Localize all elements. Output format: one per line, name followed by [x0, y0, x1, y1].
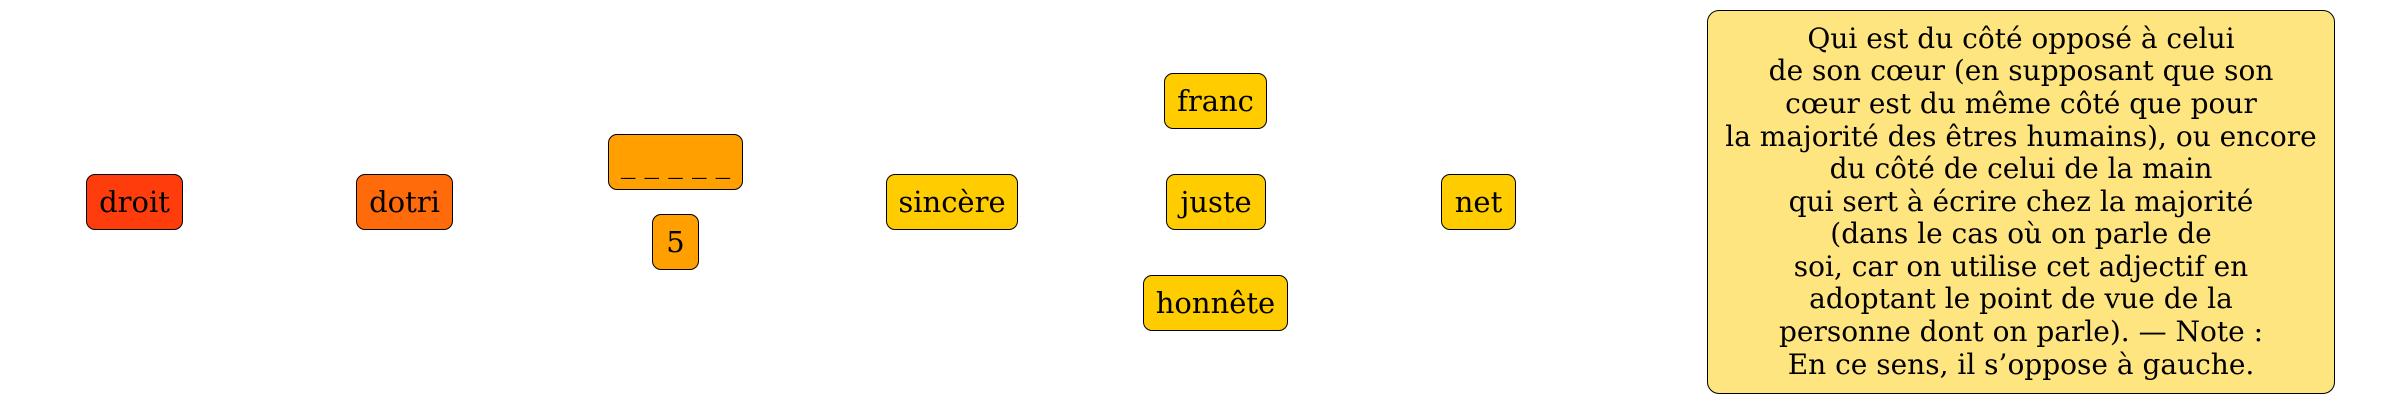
definition-line: la majorité des êtres humains), ou encor… [1725, 119, 2317, 153]
definition-line: qui sert à écrire chez la majorité [1788, 184, 2254, 218]
definition-line: du côté de celui de la main [1829, 152, 2213, 186]
definition-line: cœur est du même côté que pour [1785, 86, 2257, 120]
definition-line: En ce sens, il s’oppose à gauche. [1787, 347, 2255, 381]
definition-line: adoptant le point de vue de la [1809, 282, 2233, 316]
definition-line: Qui est du côté opposé à celui [1807, 21, 2235, 55]
node-droit: droit [86, 174, 183, 230]
definition-line: (dans le cas où on parle de [1830, 217, 2212, 251]
node-sincere: sincère [886, 174, 1018, 230]
node-honnete: honnête [1143, 275, 1288, 331]
definition-line: soi, car on utilise cet adjectif en [1793, 249, 2249, 283]
node-blanks: _ _ _ _ _ [608, 134, 743, 190]
node-juste: juste [1166, 174, 1266, 230]
definition-line: de son cœur (en supposant que son [1768, 54, 2274, 88]
node-dotri: dotri [356, 174, 453, 230]
node-net: net [1441, 174, 1516, 230]
definition-line: personne dont on parle). — Note : [1778, 315, 2264, 349]
node-letter-count: 5 [652, 214, 699, 270]
node-franc: franc [1164, 73, 1267, 129]
